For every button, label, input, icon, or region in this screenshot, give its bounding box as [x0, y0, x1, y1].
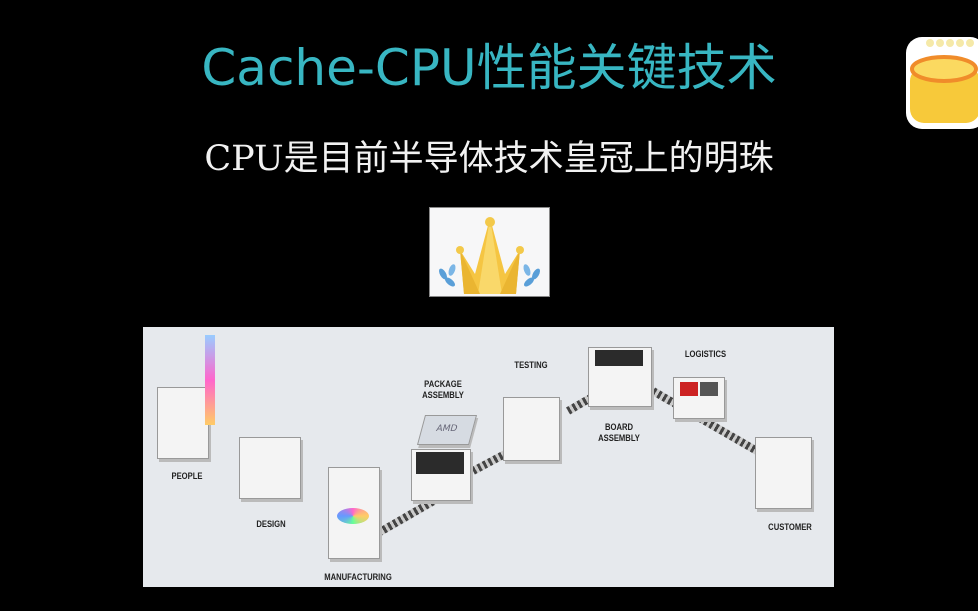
conveyor-belt [371, 497, 436, 540]
board-assembly-machine [588, 347, 652, 407]
cpu-chip: AMD [416, 415, 478, 445]
stage-label-testing: TESTING [514, 360, 548, 370]
customer-station [755, 437, 812, 509]
crown-icon [429, 207, 550, 297]
stage-label-board-assembly: BOARD ASSEMBLY [598, 422, 640, 443]
slide-subtitle: CPU是目前半导体技术皇冠上的明珠 [204, 139, 774, 179]
stage-label-logistics: LOGISTICS [684, 349, 727, 359]
people-workstation [157, 387, 209, 459]
design-machine [239, 437, 301, 499]
testing-machine [503, 397, 560, 461]
stage-label-manufacturing: MANUFACTURING [324, 572, 392, 582]
design-light-beam [205, 335, 215, 425]
manufacturing-machine [328, 467, 380, 559]
chip-label: AMD [434, 424, 459, 434]
slide-title: Cache-CPU性能关键技术 [201, 39, 777, 97]
stage-label-people: PEOPLE [171, 471, 203, 481]
logistics-truck [673, 377, 725, 419]
cpu-supply-chain-diagram: AMD PEOPLE DESIGN MANUFACTURING PACKAGE … [143, 327, 834, 587]
stage-label-design: DESIGN [256, 519, 286, 529]
stage-label-package-assembly: PACKAGE ASSEMBLY [422, 379, 464, 400]
honey-jar-icon [906, 37, 978, 129]
package-assembly-machine [411, 449, 471, 501]
stage-label-customer: CUSTOMER [768, 522, 812, 532]
